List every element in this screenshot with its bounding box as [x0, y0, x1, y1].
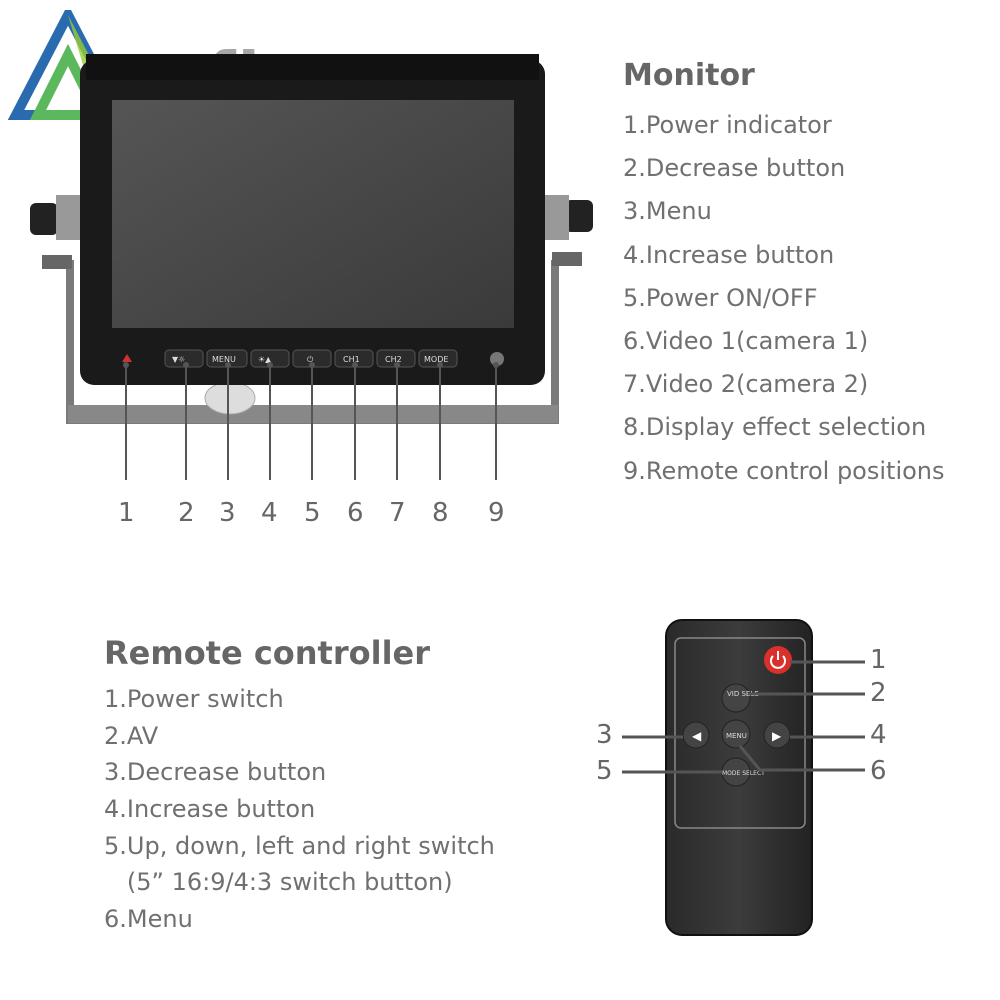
remote-legend-item: 3.Decrease button — [104, 758, 327, 787]
remote-menu-label: MENU — [726, 732, 747, 740]
monitor-callout-9: 9 — [488, 498, 505, 528]
monitor-btn-ch1: CH1 — [343, 355, 360, 364]
monitor-legend-item: 3.Menu — [623, 197, 712, 226]
monitor-callout-8: 8 — [432, 498, 449, 528]
monitor-callout-6: 6 — [347, 498, 364, 528]
monitor-legend-item: 4.Increase button — [623, 240, 835, 269]
remote-legend-item: 4.Increase button — [104, 795, 316, 824]
remote-mode-label: MODE SELECT — [722, 770, 765, 777]
monitor-callout-lines — [125, 365, 497, 480]
remote-callout-2: 2 — [870, 678, 887, 708]
remote-legend-list: 1.Power switch 2.AV 3.Decrease button 4.… — [104, 682, 495, 939]
svg-text:▶: ▶ — [772, 729, 782, 743]
remote-callout-5: 5 — [596, 756, 613, 786]
monitor-callout-4: 4 — [261, 498, 278, 528]
remote-legend-item: 1.Power switch — [104, 685, 284, 713]
monitor-btn-power: ⏻ — [307, 355, 314, 364]
monitor-legend-item: 5.Power ON/OFF — [623, 283, 818, 312]
monitor-button-row: ▼☼ MENU ☀▲ ⏻ CH1 CH2 MODE — [122, 349, 504, 368]
monitor-callout-3: 3 — [219, 498, 236, 528]
remote-callout-lines — [622, 660, 865, 774]
remote-title: Remote controller — [104, 634, 431, 672]
monitor-legend-item: 7.Video 2(camera 2) — [623, 370, 869, 399]
monitor-btn-decrease: ▼☼ — [172, 355, 185, 364]
monitor-legend-item: 9.Remote control positions — [623, 456, 945, 485]
monitor-legend-item: 6.Video 1(camera 1) — [623, 326, 869, 355]
remote-legend-item: (5” 16:9/4:3 switch button) — [104, 868, 453, 897]
svg-text:◀: ◀ — [692, 729, 702, 743]
monitor-legend-list: 1.Power indicator 2.Decrease button 3.Me… — [623, 108, 945, 497]
monitor-btn-ch2: CH2 — [385, 355, 402, 364]
remote-callout-6: 6 — [870, 756, 887, 786]
monitor-legend-item: 2.Decrease button — [623, 154, 846, 183]
remote-right-icon — [763, 721, 791, 749]
remote-vid-label: VID SELE — [727, 690, 759, 698]
monitor-callout-5: 5 — [304, 498, 321, 528]
monitor-illustration: ▼☼ MENU ☀▲ ⏻ CH1 CH2 MODE — [30, 54, 593, 480]
remote-legend-item: 2.AV — [104, 721, 159, 750]
monitor-callout-2: 2 — [178, 498, 195, 528]
monitor-callout-7: 7 — [389, 498, 406, 528]
remote-callout-1: 1 — [870, 645, 887, 675]
remote-callout-4: 4 — [870, 720, 887, 750]
monitor-callout-1: 1 — [118, 498, 135, 528]
monitor-legend-item: 8.Display effect selection — [623, 413, 927, 442]
remote-illustration: VID SELE ◀ MENU ▶ MODE SELECT — [622, 619, 865, 936]
remote-callout-3: 3 — [596, 720, 613, 750]
remote-legend-item: 5.Up, down, left and right switch — [104, 831, 495, 860]
monitor-title: Monitor — [623, 58, 755, 93]
monitor-legend-item: 1.Power indicator — [623, 111, 832, 139]
monitor-btn-menu: MENU — [212, 355, 236, 364]
monitor-btn-increase: ☀▲ — [258, 355, 272, 364]
remote-legend-item: 6.Menu — [104, 905, 193, 934]
monitor-btn-mode: MODE — [424, 355, 448, 364]
remote-left-icon — [682, 721, 710, 749]
